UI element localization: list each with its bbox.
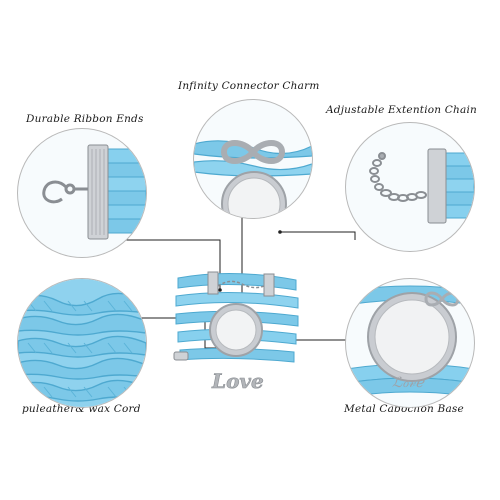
cabochon-tray-icon — [367, 292, 457, 382]
detail-cabochon-base: ℒℴ𝓋ℯ — [345, 278, 475, 408]
love-charm-text: Love — [211, 369, 264, 393]
label-cabochon-base: Metal Cabochon Base — [344, 403, 464, 415]
label-ribbon-ends: Durable Ribbon Ends — [26, 113, 144, 125]
bracelet-product: Love — [172, 268, 302, 400]
detail-infinity-connector — [193, 99, 313, 219]
label-extension-chain: Adjustable Extention Chain — [326, 104, 477, 116]
lobster-clasp-icon — [42, 180, 88, 204]
detail-extension-chain — [345, 122, 475, 252]
connector-line-chain — [280, 231, 356, 240]
extension-chain-icon — [369, 152, 427, 202]
detail-ribbon-ends — [17, 128, 147, 258]
label-infinity-connector: Infinity Connector Charm — [178, 80, 320, 92]
love-charm-icon: Love — [211, 369, 264, 394]
label-wax-cord: puleather& wax Cord — [22, 403, 141, 415]
svg-text:ℒℴ𝓋ℯ: ℒℴ𝓋ℯ — [392, 375, 425, 391]
infinity-charm-icon — [220, 140, 286, 164]
detail-wax-cord — [17, 278, 147, 408]
